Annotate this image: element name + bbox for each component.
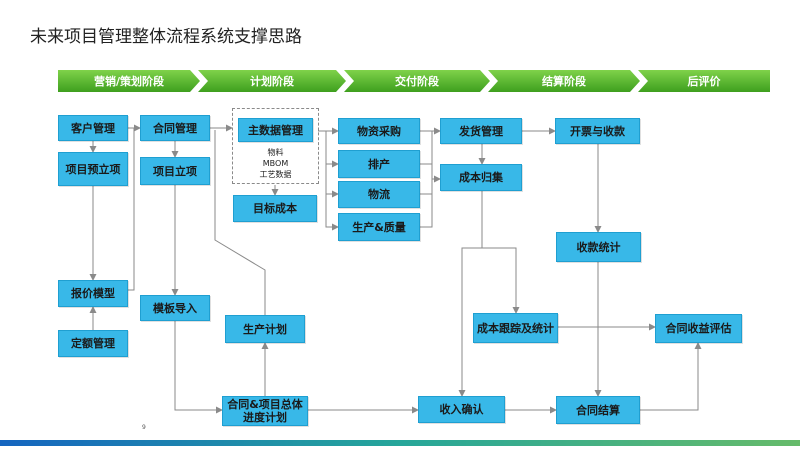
phase-delivery: 交付阶段 xyxy=(344,70,490,92)
phase-settlement: 结算阶段 xyxy=(488,70,640,92)
production-plan-box: 生产计划 xyxy=(225,315,305,343)
project-pre-approval-box: 项目预立项 xyxy=(58,152,128,186)
template-import-box: 模板导入 xyxy=(140,295,210,321)
logistics-box: 物流 xyxy=(338,181,420,208)
project-approval-box: 项目立项 xyxy=(140,157,210,185)
shipping-management-box: 发货管理 xyxy=(440,118,522,144)
collection-stats-box: 收款统计 xyxy=(556,232,641,262)
master-data-box: 主数据管理 xyxy=(238,118,313,142)
production-quality-box: 生产&质量 xyxy=(338,213,420,241)
cost-collection-box: 成本归集 xyxy=(440,164,522,191)
procurement-box: 物资采购 xyxy=(338,118,420,144)
master-data-item-material: 物料 xyxy=(267,148,284,157)
master-schedule-box: 合同&项目总体进度计划 xyxy=(222,396,308,426)
phase-marketing: 营销/策划阶段 xyxy=(58,70,200,92)
contract-settlement-box: 合同结算 xyxy=(556,396,640,424)
phase-post-evaluation: 后评价 xyxy=(638,70,770,92)
revenue-confirmation-box: 收入确认 xyxy=(418,396,505,423)
contract-profit-evaluation-box: 合同收益评估 xyxy=(655,314,742,343)
master-data-item-mbom: MBOM xyxy=(262,159,289,168)
target-cost-box: 目标成本 xyxy=(233,195,317,222)
cost-tracking-box: 成本跟踪及统计 xyxy=(473,313,558,343)
master-data-group xyxy=(232,108,319,184)
customer-management-box: 客户管理 xyxy=(58,115,128,141)
master-data-item-process: 工艺数据 xyxy=(259,170,292,179)
invoice-collection-box: 开票与收款 xyxy=(555,118,640,144)
page-number: 9 xyxy=(142,424,146,431)
quote-model-box: 报价模型 xyxy=(58,280,128,307)
scheduling-box: 排产 xyxy=(338,150,420,178)
contract-management-box: 合同管理 xyxy=(140,115,210,141)
quota-management-box: 定额管理 xyxy=(58,330,128,357)
page-title: 未来项目管理整体流程系统支撑思路 xyxy=(30,27,302,47)
bottom-accent-bar xyxy=(0,440,800,446)
phase-planning: 计划阶段 xyxy=(198,70,346,92)
